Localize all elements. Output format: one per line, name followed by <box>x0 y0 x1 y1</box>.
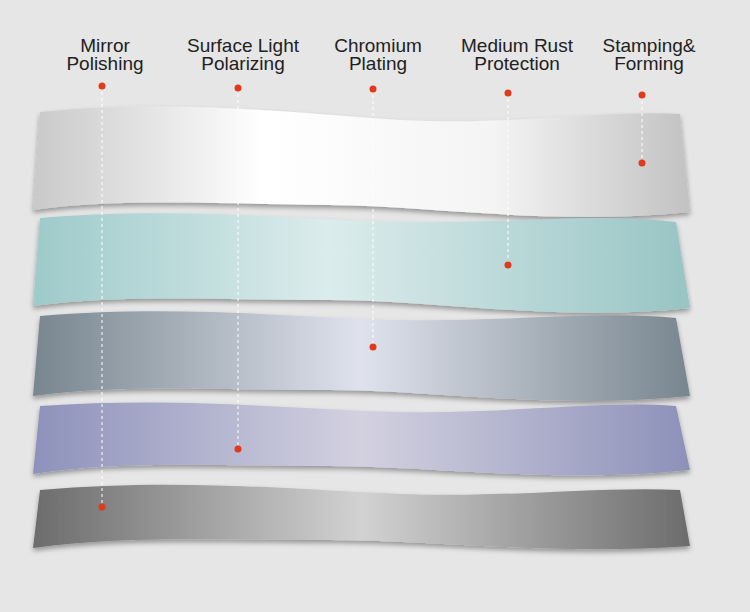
leader-dot <box>235 446 242 453</box>
process-label: Surface Light Polarizing <box>177 37 309 73</box>
leader-dot <box>370 86 377 93</box>
layer-band <box>33 311 690 401</box>
layer-band <box>33 106 690 217</box>
leader-dot <box>505 90 512 97</box>
process-label: Medium Rust Protection <box>449 37 585 73</box>
process-label: Chromium Plating <box>315 37 441 73</box>
layer-band <box>33 485 690 549</box>
layer-band <box>33 213 690 312</box>
leader-dot <box>639 92 646 99</box>
leader-dot <box>235 85 242 92</box>
process-label: Mirror Polishing <box>55 37 155 73</box>
leader-dot <box>99 83 106 90</box>
process-label: Stamping& Forming <box>588 37 710 73</box>
layer-band <box>33 402 690 475</box>
leader-dot <box>639 160 646 167</box>
leader-line <box>642 95 643 163</box>
leader-dot <box>505 262 512 269</box>
leader-line <box>373 89 374 347</box>
leader-line <box>102 86 103 507</box>
leader-dot <box>99 504 106 511</box>
leader-line <box>238 88 239 449</box>
leader-line <box>508 93 509 265</box>
leader-dot <box>370 344 377 351</box>
